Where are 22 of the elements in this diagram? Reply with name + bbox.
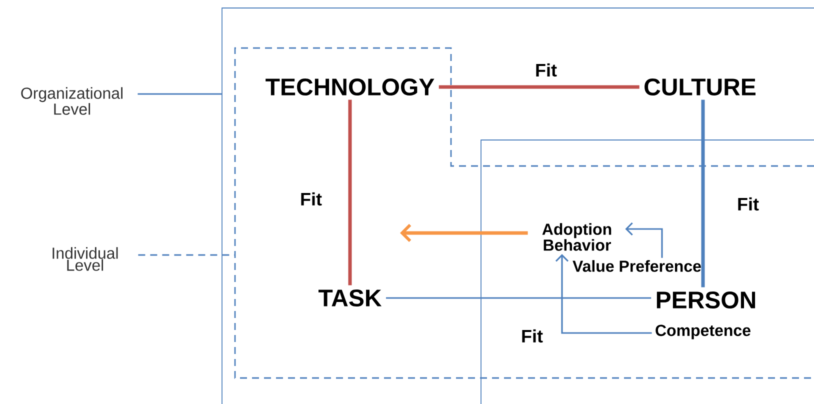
concept-label: CULTURE	[644, 78, 756, 96]
concept-label: TECHNOLOGY	[266, 78, 434, 96]
arrow	[400, 224, 528, 242]
level-label: Organizational Level	[21, 87, 122, 115]
edge-label: Fit	[299, 191, 323, 207]
factor-label: Competence	[656, 324, 750, 340]
edge-label: Fit	[534, 62, 558, 78]
connector-line	[348, 100, 352, 286]
edge-label: Fit	[736, 196, 760, 212]
edge-label: Fit	[520, 328, 544, 344]
level-label: Individual Level	[52, 247, 118, 271]
factor-label: Value Preference	[572, 260, 701, 272]
concept-label: PERSON	[656, 292, 756, 308]
leader-line	[138, 93, 222, 95]
arrow	[625, 222, 663, 258]
connector-line	[386, 297, 652, 299]
leader-line	[138, 254, 235, 256]
arrow	[555, 254, 652, 334]
connector-line	[701, 100, 705, 288]
factor-label: Adoption Behavior	[542, 223, 612, 251]
concept-label: TASK	[318, 290, 382, 306]
connector-line	[438, 85, 640, 89]
